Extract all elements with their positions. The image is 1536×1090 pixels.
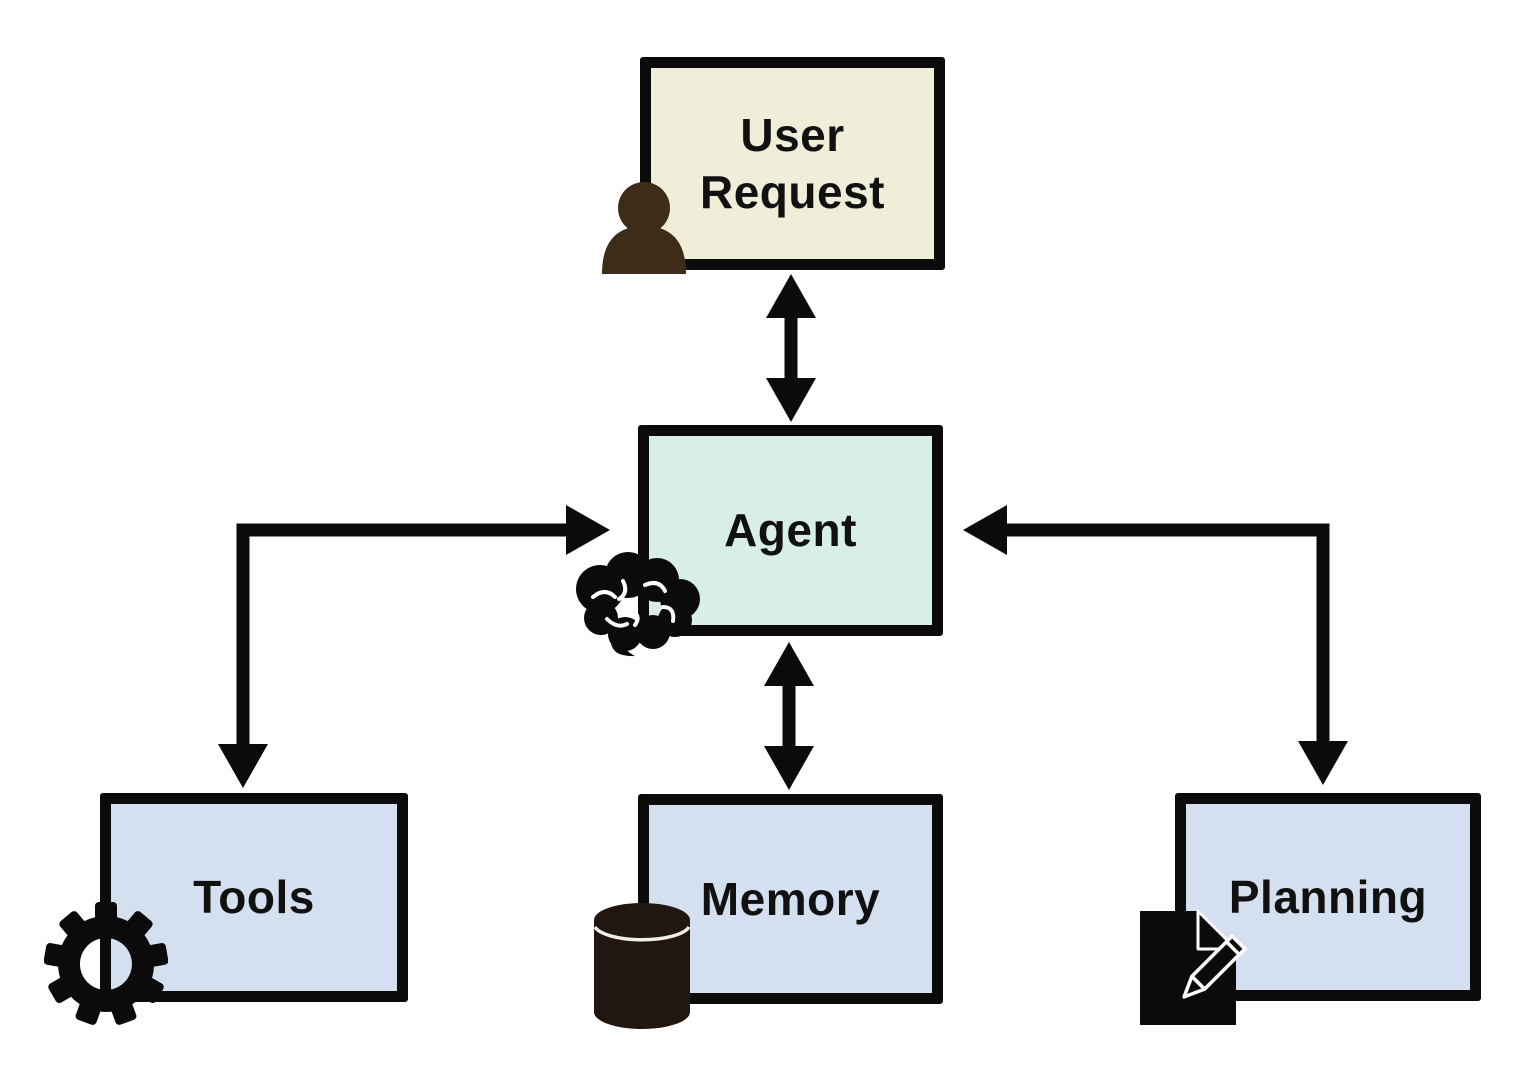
arrow-planning-agent — [963, 505, 1348, 785]
arrow-user-request-agent — [766, 274, 816, 422]
gear-icon — [44, 902, 168, 1025]
document-pencil-icon — [1140, 909, 1247, 1025]
node-user-request: User Request — [640, 57, 945, 270]
database-icon — [593, 903, 691, 1029]
node-memory-label: Memory — [700, 872, 881, 925]
brain-icon — [576, 552, 700, 657]
arrow-agent-memory — [764, 642, 814, 790]
node-tools-label: Tools — [193, 871, 315, 924]
arrow-tools-agent — [218, 505, 610, 788]
node-user-request-label: User Request — [700, 109, 885, 218]
person-icon — [602, 182, 686, 274]
node-agent-label: Agent — [724, 504, 857, 557]
node-planning-label: Planning — [1228, 870, 1428, 923]
